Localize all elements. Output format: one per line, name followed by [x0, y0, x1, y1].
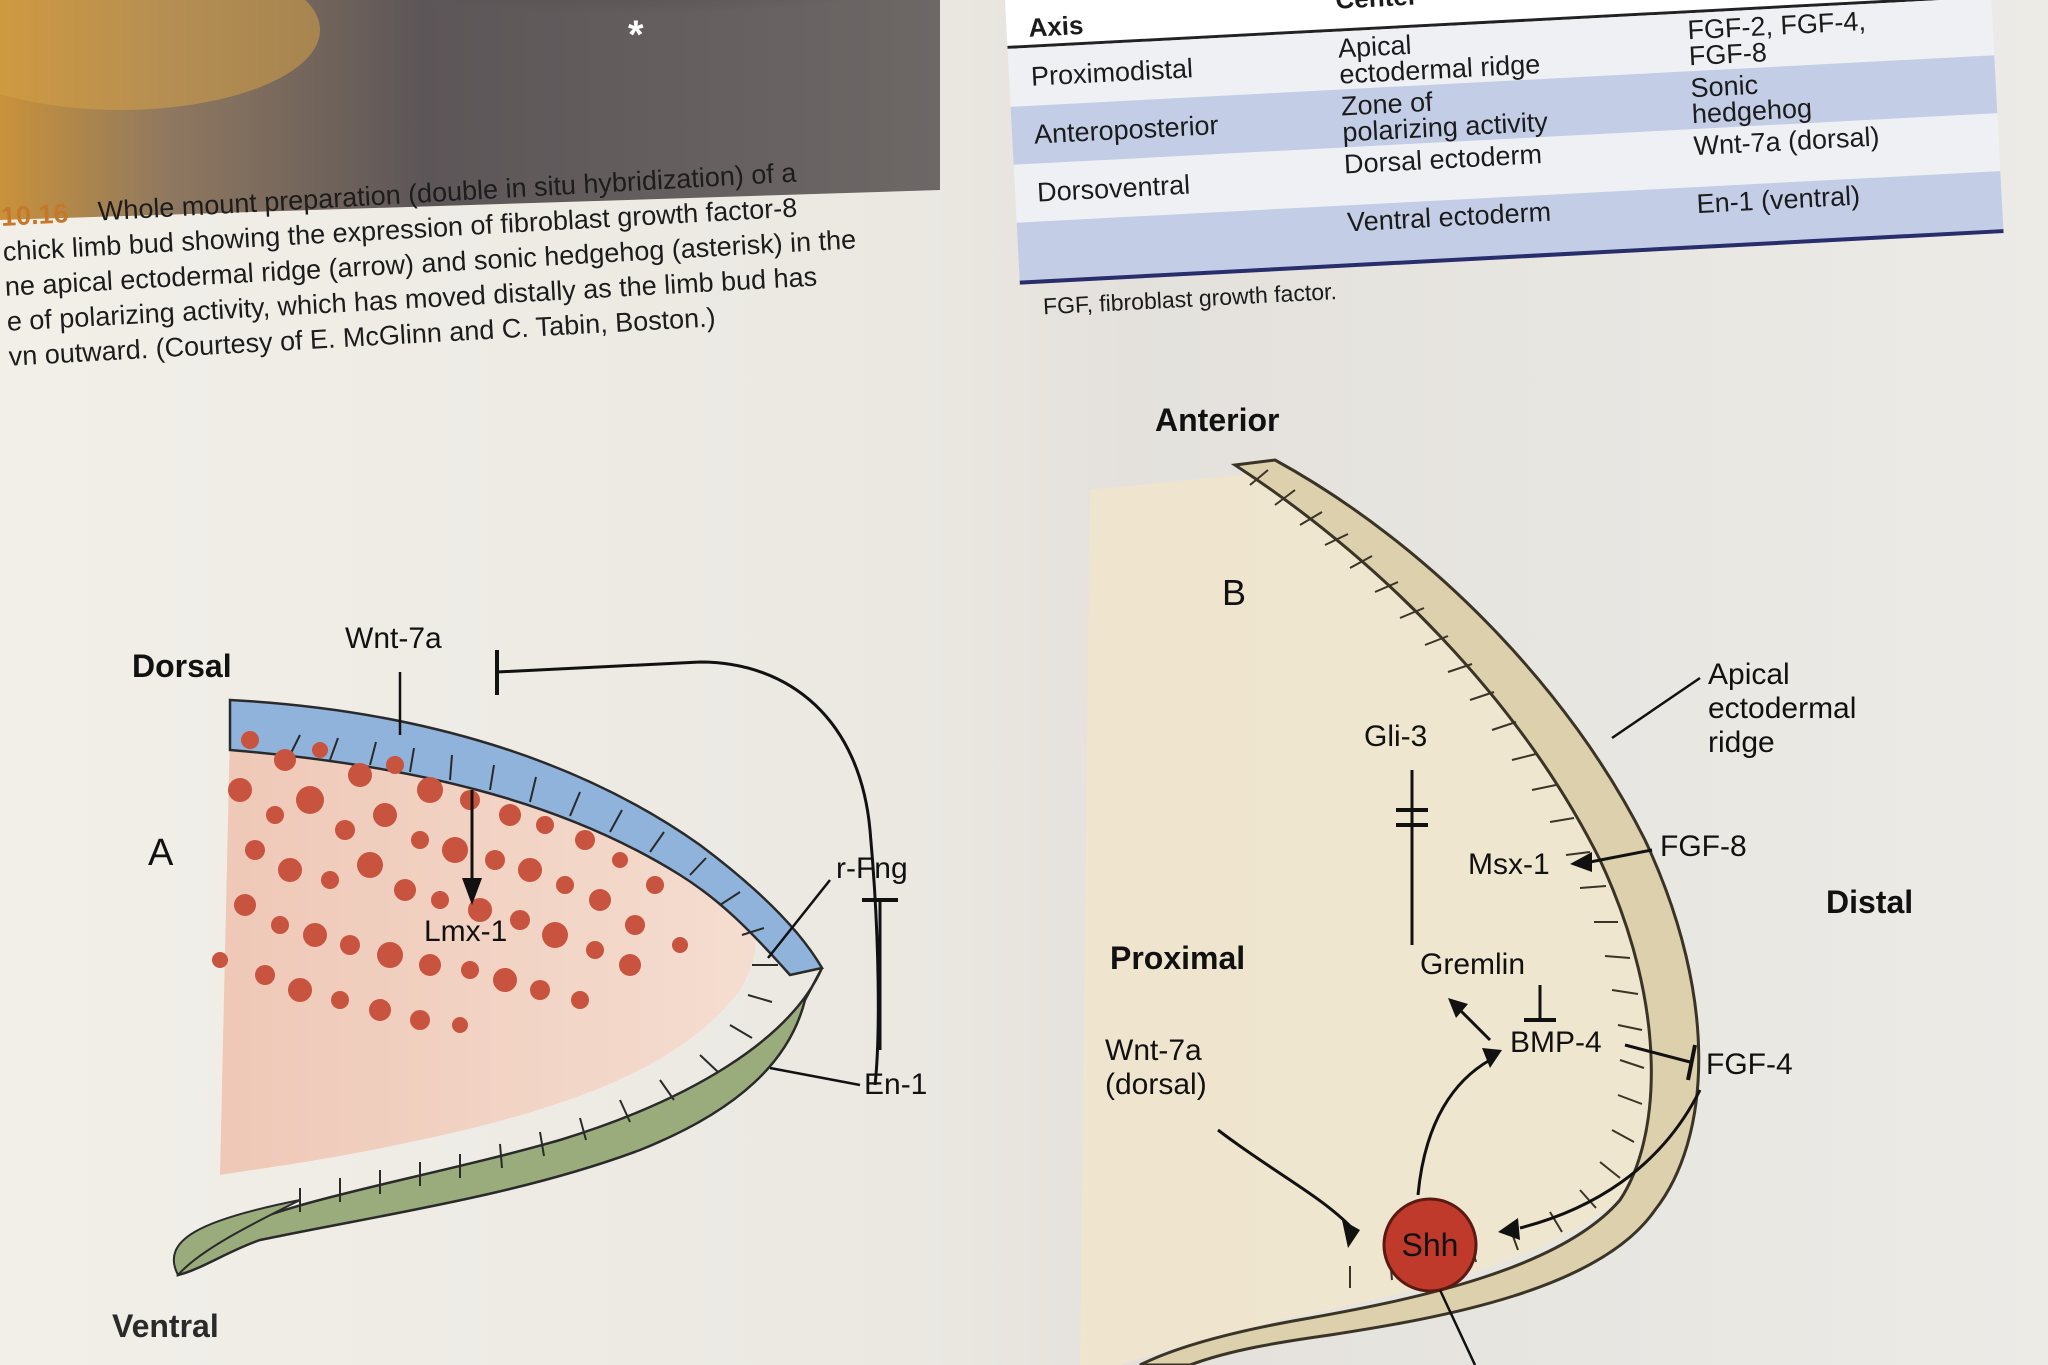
ventral-label: Ventral [112, 1308, 219, 1344]
shh-bmp4-arrow-head [1482, 1048, 1502, 1068]
panel-b-label: B [1222, 572, 1247, 613]
diagram-a [172, 650, 898, 1277]
signaling-centers-table: Axis Center Proximodistal Apical ectoder… [1005, 0, 2006, 322]
lmx1-arrow-head [462, 878, 482, 905]
panel-a-label: A [148, 832, 174, 874]
wnt7a-shh-arrow-head [1342, 1220, 1360, 1248]
fgf4-shh-arrow [1519, 1089, 1702, 1230]
anterior-label: Anterior [1155, 402, 1280, 438]
lmx1-expression-dots [212, 731, 688, 1033]
aer-label: Apical ectodermal ridge [1708, 658, 1857, 759]
rfng-label: r-Fng [836, 852, 908, 885]
bmp4-gremlin-arrow [1458, 1008, 1492, 1042]
fgf8-msx1-arrow [1589, 848, 1653, 864]
proximal-label: Proximal [1110, 940, 1246, 976]
en1-label: En-1 [864, 1068, 928, 1101]
fgf4-shh-arrow-head [1498, 1218, 1520, 1240]
aer-pointer [1611, 676, 1701, 740]
photo-asterisk: * [628, 13, 644, 57]
bmp4-fgf4-line [1624, 1043, 1691, 1064]
gli3-label: Gli-3 [1364, 720, 1428, 753]
wnt7a-label-a: Wnt-7a [345, 622, 442, 655]
diagram-b: Shh [1080, 458, 1702, 1365]
shh-label: Shh [1402, 1227, 1459, 1263]
distal-label: Distal [1826, 884, 1914, 920]
shh-node [1382, 1197, 1478, 1293]
limb-region-b [1080, 470, 1668, 1365]
wnt7a-label-b: Wnt-7a (dorsal) [1105, 1034, 1207, 1101]
en1-pointer [769, 1066, 861, 1087]
limb-bud-photo: * [0, 0, 1059, 220]
limb-ectoderm-band-b [1139, 458, 1701, 1365]
wnt7a-to-rfng-line [496, 660, 880, 1086]
fgf4-label: FGF-4 [1706, 1048, 1793, 1081]
msx1-label: Msx-1 [1468, 848, 1550, 881]
rfng-pointer [767, 879, 831, 959]
ridge-hatch-a [289, 734, 778, 1212]
lmx1-label: Lmx-1 [424, 915, 508, 948]
bmp4-label: BMP-4 [1510, 1026, 1602, 1059]
fgf8-label: FGF-8 [1660, 830, 1747, 863]
gremlin-label: Gremlin [1420, 948, 1526, 981]
bmp4-gremlin-arrow-head [1448, 998, 1468, 1018]
header-center: Center [1335, 0, 1419, 15]
wnt7a-shh-arrow [1217, 1128, 1354, 1230]
shh-bmp4-arrow [1416, 1058, 1491, 1196]
dorsal-label: Dorsal [132, 648, 232, 684]
bmp4-fgf4-bar [1686, 1044, 1697, 1081]
figure-number: 10.16 [0, 198, 70, 232]
fgf8-msx1-arrow-head [1570, 852, 1592, 872]
header-axis: Axis [1027, 9, 1085, 43]
shh-pointer [1438, 1289, 1477, 1365]
